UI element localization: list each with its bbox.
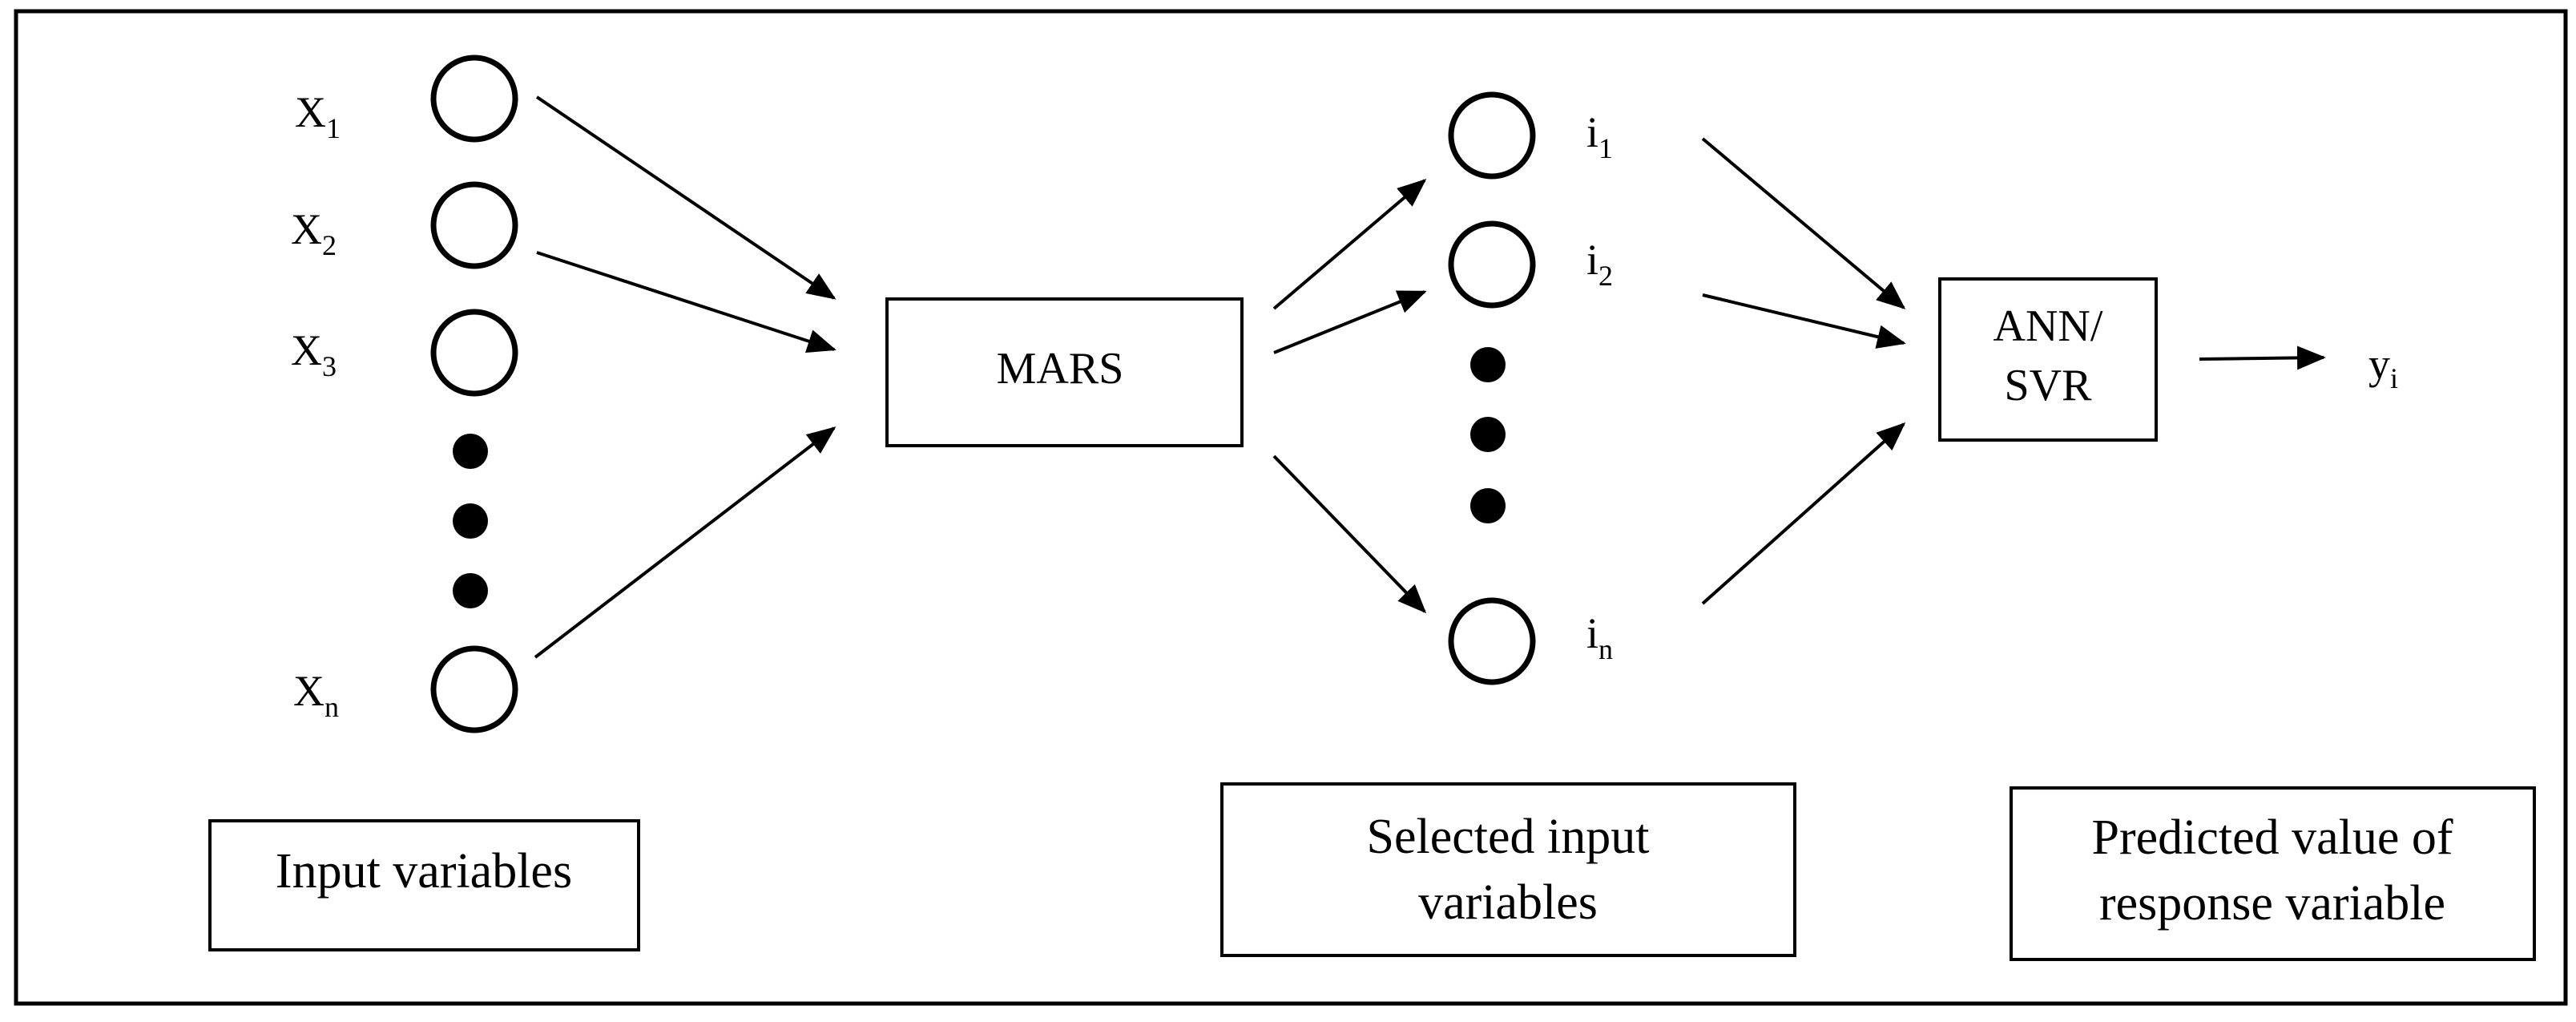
input-node-x2	[430, 181, 518, 269]
caption-input-variables-border	[208, 819, 640, 951]
arrow-mars-to-i2	[1273, 290, 1427, 354]
caption-predicted-line2: response variable	[2099, 876, 2445, 931]
ann-svr-box-border	[1938, 277, 2158, 442]
arrow-i2-to-model	[1702, 293, 1906, 349]
mars-box: MARS	[885, 297, 1244, 447]
arrow-i1-to-model	[1701, 137, 1906, 309]
input-variable-x1: X1	[295, 55, 518, 144]
caption-selected-input-variables-border	[1220, 782, 1796, 957]
selected-label-i2: i2	[1586, 236, 1613, 292]
selected-label-i1: i1	[1586, 108, 1613, 164]
input-label-x3: X3	[291, 326, 337, 382]
arrow-model-to-output	[2199, 345, 2326, 370]
arrow-mars-to-i1	[1272, 179, 1427, 310]
caption-input-variables-text: Input variables	[276, 844, 572, 899]
ellipsis-dot	[453, 573, 488, 608]
arrow-x2-to-mars	[536, 251, 836, 353]
input-label-x2: X2	[291, 205, 337, 261]
caption-predicted-line1: Predicted value of	[2091, 810, 2453, 865]
ann-svr-label-line2: SVR	[2005, 361, 2093, 410]
input-node-x3	[430, 309, 518, 397]
input-ellipsis	[453, 434, 488, 608]
caption-selected-input-variables: Selected input variables	[1220, 782, 1796, 957]
input-label-x1: X1	[295, 88, 341, 144]
ellipsis-dot	[1470, 417, 1506, 452]
selected-variable-i1: i1	[1448, 91, 1613, 180]
input-node-x1	[430, 55, 518, 143]
ellipsis-dot	[453, 503, 488, 539]
selected-label-in: in	[1586, 609, 1613, 665]
ann-svr-label-line1: ANN/	[1993, 301, 2103, 351]
caption-selected-line1: Selected input	[1367, 810, 1650, 864]
selected-node-i2	[1448, 220, 1536, 309]
ellipsis-dot	[1470, 488, 1506, 523]
caption-predicted-value-border	[2010, 786, 2536, 961]
input-node-xn	[430, 645, 518, 733]
selected-node-i1	[1448, 91, 1536, 180]
mars-box-border	[885, 297, 1244, 447]
diagram-frame	[14, 9, 2568, 1006]
input-label-xn: Xn	[293, 667, 339, 723]
selected-variable-in: in	[1448, 597, 1613, 685]
ellipsis-dot	[1470, 347, 1506, 382]
caption-selected-line2: variables	[1418, 875, 1598, 930]
selected-ellipsis	[1470, 347, 1506, 523]
mars-label: MARS	[997, 344, 1124, 394]
ann-svr-box: ANN/ SVR	[1938, 277, 2158, 442]
selected-node-in	[1448, 597, 1536, 685]
output-label-yi: yi	[2368, 340, 2398, 394]
caption-input-variables: Input variables	[208, 819, 640, 951]
ellipsis-dot	[453, 434, 488, 469]
input-variable-x3: X3	[291, 309, 518, 397]
input-variable-x2: X2	[291, 181, 518, 269]
arrow-x1-to-mars	[535, 95, 836, 300]
caption-predicted-value: Predicted value of response variable	[2010, 786, 2536, 961]
arrow-in-to-model	[1701, 422, 1906, 605]
arrow-xn-to-mars	[534, 426, 836, 659]
input-variable-xn: Xn	[293, 645, 518, 733]
selected-variable-i2: i2	[1448, 220, 1613, 309]
arrow-mars-to-in	[1272, 454, 1427, 614]
